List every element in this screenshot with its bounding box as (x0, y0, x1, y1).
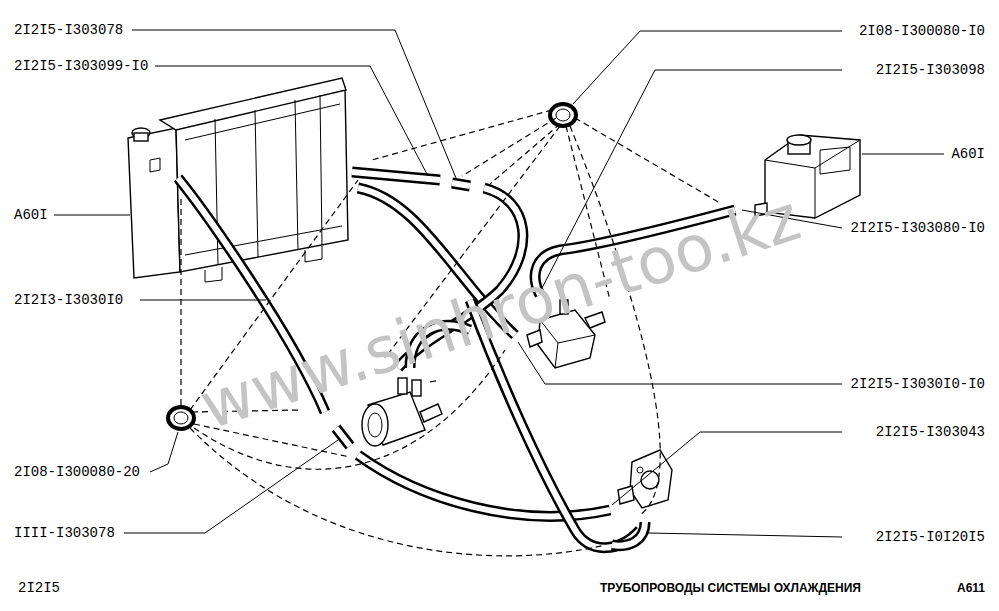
sheet-caption: ТРУБОПРОВОДЫ СИСТЕМЫ ОХЛАЖДЕНИЯ (600, 579, 861, 597)
part-number: 2I08-I300080-20 (14, 463, 140, 481)
part-number: 2I2I5-I303080-I0 (851, 219, 985, 237)
sheet-number: A611 (957, 579, 985, 597)
part-number: 2I2I5-I303078 (14, 21, 123, 39)
part-number: 2I2I5-I303098 (876, 61, 985, 79)
part-number: 2I2I5-I303043 (876, 423, 985, 441)
part-number: 2I2I5-I303099-I0 (14, 57, 148, 75)
radiator (128, 78, 348, 282)
pump-fitting (618, 450, 672, 508)
part-number: IIII-I303078 (14, 524, 115, 542)
part-number: 2I2I3-I3030I0 (14, 291, 123, 309)
part-number: 2I2I5-I3030I0-I0 (851, 375, 985, 393)
model-code: 2I2I5 (18, 579, 60, 597)
part-number: A60I (14, 206, 48, 224)
part-number: 2I2I5-I0I20I5 (876, 528, 985, 546)
leader-lines (54, 30, 944, 537)
part-number: A60I (951, 145, 985, 163)
part-number: 2I08-I300080-I0 (859, 22, 985, 40)
